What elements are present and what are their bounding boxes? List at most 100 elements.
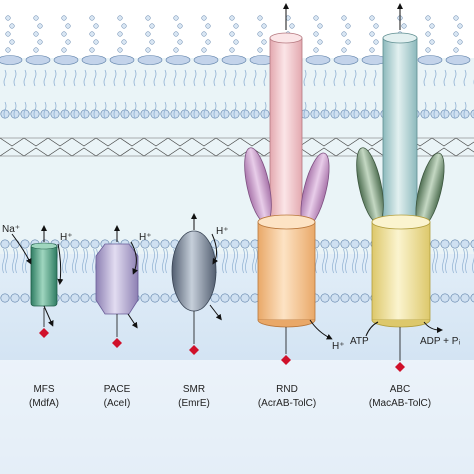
mfs-example-label: (MdfA)	[29, 398, 59, 409]
o-antigen-bead	[341, 47, 347, 53]
lipid-head	[110, 109, 120, 119]
pace-family-label: PACE	[103, 384, 131, 395]
o-antigen-bead	[257, 31, 263, 37]
o-antigen-bead	[425, 31, 431, 37]
o-antigen-bead	[429, 39, 435, 45]
rnd-tolc-channel	[269, 37, 303, 225]
lipid-tails	[3, 69, 474, 87]
o-antigen-bead	[257, 15, 263, 21]
rnd-channel-top	[269, 32, 303, 44]
lps-core-oval	[81, 55, 107, 65]
lipid-head	[10, 109, 20, 119]
lipid-head	[230, 293, 240, 303]
o-antigen-bead	[317, 23, 323, 29]
lipid-head	[460, 293, 470, 303]
lps-core-oval	[305, 55, 331, 65]
arrow-layer	[11, 3, 443, 340]
lipid-head	[150, 293, 160, 303]
lipid-head	[360, 239, 370, 249]
o-antigen-bead	[205, 39, 211, 45]
substrate-diamond	[112, 338, 122, 348]
lps-core-oval	[361, 55, 387, 65]
o-antigen-bead	[89, 47, 95, 53]
o-antigen-bead	[37, 23, 43, 29]
abc-cylinder-bottom	[371, 319, 431, 328]
o-antigen-bead	[145, 15, 151, 21]
lipid-head	[240, 239, 250, 249]
lipid-head	[340, 293, 350, 303]
proton-label-pace: H⁺	[139, 232, 152, 243]
lps-core-oval	[193, 55, 219, 65]
lipid-head	[240, 109, 250, 119]
o-antigen-bead	[145, 31, 151, 37]
lipid-head	[70, 293, 80, 303]
lipid-head	[470, 109, 474, 119]
o-antigen-bead	[261, 39, 267, 45]
lipid-head	[320, 109, 330, 119]
lps-core-oval	[0, 55, 23, 65]
lipid-head	[430, 293, 440, 303]
lipid-head	[130, 109, 140, 119]
abc-inner-membrane-pump	[371, 221, 431, 321]
lps-core-oval	[25, 55, 51, 65]
lps-core-oval	[445, 55, 471, 65]
lipid-head	[440, 239, 450, 249]
o-antigen-bead	[369, 31, 375, 37]
lps-core-oval	[221, 55, 247, 65]
o-antigen-bead	[37, 39, 43, 45]
lipid-head	[460, 239, 470, 249]
o-antigen-bead	[313, 31, 319, 37]
lipid-head	[230, 109, 240, 119]
o-antigen-bead	[61, 31, 67, 37]
o-antigen-bead	[401, 23, 407, 29]
lipid-head	[0, 293, 10, 303]
lipid-head	[440, 109, 450, 119]
abc-tolc-channel	[382, 37, 418, 225]
o-antigen-bead	[229, 31, 235, 37]
o-antigen-bead	[457, 39, 463, 45]
lipid-head	[20, 293, 30, 303]
lipid-head	[450, 239, 460, 249]
lipid-head	[220, 109, 230, 119]
lipid-head	[240, 293, 250, 303]
o-antigen-bead	[9, 23, 15, 29]
adp-release-arrow	[423, 321, 443, 333]
rnd-family-label: RND	[276, 384, 298, 395]
o-antigen-bead	[33, 15, 39, 21]
o-antigen-bead	[33, 31, 39, 37]
smr-transporter	[171, 230, 217, 312]
sodium-ion-label: Na⁺	[2, 224, 21, 235]
o-antigen-bead	[65, 39, 71, 45]
pace-proton-arrow	[130, 241, 138, 275]
lipid-head	[40, 109, 50, 119]
lipid-head	[420, 109, 430, 119]
lipid-head	[60, 239, 70, 249]
lipid-head	[220, 239, 230, 249]
lps-core-oval	[137, 55, 163, 65]
o-antigen-bead	[229, 47, 235, 53]
lps-core-oval	[417, 55, 443, 65]
lipid-head	[470, 239, 474, 249]
lipid-head	[180, 109, 190, 119]
abc-family-label: ABC	[389, 384, 411, 395]
lipid-head	[330, 239, 340, 249]
lipid-head	[90, 109, 100, 119]
lipid-head	[250, 109, 260, 119]
o-antigen-bead	[425, 15, 431, 21]
lipid-head	[10, 293, 20, 303]
o-antigen-bead	[233, 23, 239, 29]
rnd-proton-arrow	[309, 319, 333, 340]
lipid-head	[160, 293, 170, 303]
o-antigen-bead	[61, 15, 67, 21]
o-antigen-bead	[93, 23, 99, 29]
o-antigen-bead	[341, 15, 347, 21]
lipid-head	[460, 109, 470, 119]
lipid-head	[90, 239, 100, 249]
lipid-head	[330, 293, 340, 303]
abc-example-label: (MacAB-TolC)	[368, 398, 432, 409]
lps-core-oval	[53, 55, 79, 65]
lipid-head	[210, 109, 220, 119]
lipid-head	[170, 109, 180, 119]
